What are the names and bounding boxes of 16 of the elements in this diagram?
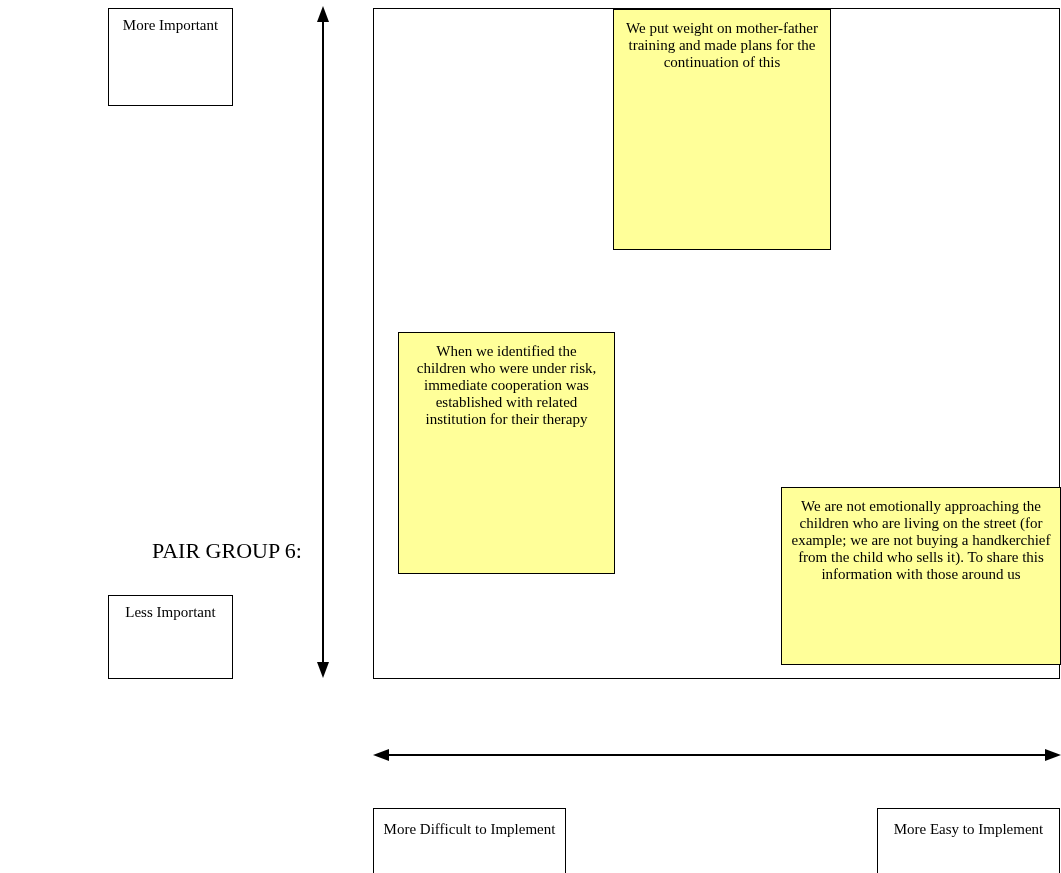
group-heading: PAIR GROUP 6: [152, 538, 302, 564]
note-text: We put weight on mother-father training and made plans for the continuation of this [626, 20, 818, 71]
sticky-note [781, 487, 1061, 665]
axis-label-box [108, 595, 233, 679]
note-text: We are not emotionally approaching the children who are living on the street (for example; we are not buying a handkerchief from the child who sells it). To share this information with those around us [790, 498, 1052, 583]
note-text: When we identified the children who were under risk, immediate cooperation was established with related institution for their therapy [415, 343, 598, 428]
axis-label-box [877, 808, 1060, 873]
matrix-panel [373, 8, 1060, 679]
axis-label-box [373, 808, 566, 873]
axis-label: More Important [121, 17, 220, 34]
sticky-note [613, 9, 831, 250]
axis-label: Less Important [124, 604, 217, 621]
axis-label: More Easy to Implement [892, 821, 1045, 838]
axis-label-box [108, 8, 233, 106]
axis-label: More Difficult to Implement [382, 821, 557, 838]
sticky-note [398, 332, 615, 574]
